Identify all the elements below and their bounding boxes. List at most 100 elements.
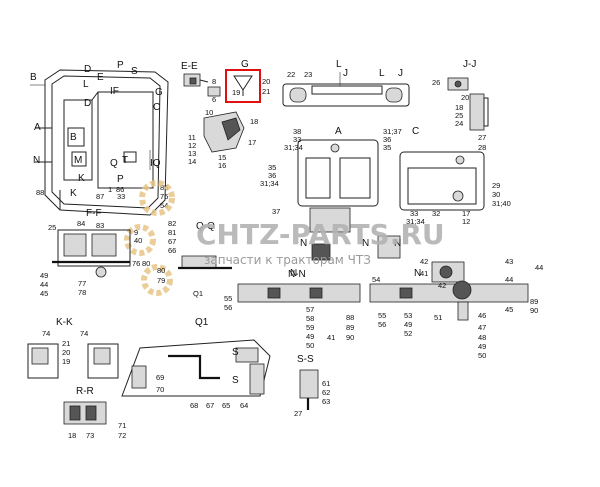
f-f-label: 80: [142, 259, 150, 268]
panel-right-label: 49: [404, 320, 412, 329]
section-a-view: A 38 33 31;34 35 36 31;34 37 N N N N N: [260, 126, 421, 279]
f-f-label: 77: [78, 279, 86, 288]
e-detail-label: 14: [188, 157, 196, 166]
cab-label: P: [117, 60, 124, 71]
cab-label: IF: [110, 86, 119, 97]
e-detail-label: 18: [250, 117, 258, 126]
n-n-label: 43: [505, 257, 513, 266]
j-j-label: 24: [455, 119, 463, 128]
panel-left-label: 50: [306, 341, 314, 350]
j-j-label: 27: [478, 133, 486, 142]
c-view-label: 35: [383, 143, 391, 152]
q1-label: 68: [190, 401, 198, 410]
f-f-title: F-F: [86, 208, 102, 219]
watermark-subtitle: запчасти к тракторам ЧТЗ: [204, 253, 371, 267]
panel-left-label: 59: [306, 323, 314, 332]
section-e-e: E-E 8 6: [181, 61, 221, 104]
f-f-label: 44: [40, 280, 48, 289]
j-j-label: 20: [461, 93, 469, 102]
cab-label: Q: [110, 158, 118, 169]
panel-right-label: 56: [378, 320, 386, 329]
a-view-label: 38: [293, 127, 301, 136]
section-e-e-title: E-E: [181, 61, 198, 72]
q1-label: 67: [206, 401, 214, 410]
cab-label: A: [34, 122, 41, 133]
panel-right-label: 45: [505, 305, 513, 314]
e-detail-label: 11: [188, 133, 196, 142]
l-j-label: J: [343, 68, 348, 79]
panel-right: 54 55 56 53 49 52 51 42 44 45 46 47 48 4…: [369, 275, 538, 360]
c-view-label: 29: [492, 181, 500, 190]
s-s-label: 61: [322, 379, 330, 388]
section-e-detail: 10 18 11 12 13 14 15 16 17: [188, 108, 258, 170]
panel-right-label: 50: [478, 351, 486, 360]
c-view-label: 32: [432, 209, 440, 218]
e-detail-label: 17: [248, 138, 256, 147]
cab-label: B: [30, 72, 37, 83]
panel-left-label: 55: [224, 294, 232, 303]
cab-label: G: [155, 87, 163, 98]
g-label: 20: [262, 77, 270, 86]
section-s-s: S-S 61 62 63 27: [294, 354, 330, 418]
l-j-label: 22: [287, 70, 295, 79]
cab-label: N: [33, 155, 40, 166]
cab-main-labels: B D P S E L IF G D C A B N M K T Q IQ P …: [30, 60, 168, 210]
f-f-label: 76: [132, 259, 140, 268]
panel-right-label: 54: [372, 275, 380, 284]
cab-label: 87: [96, 192, 104, 201]
cab-label: 85: [160, 183, 168, 192]
section-j-j: J-J 26 20 18 25 24 27: [432, 59, 489, 142]
e-detail-label: 10: [205, 108, 213, 117]
panel-right-label: 53: [404, 311, 412, 320]
c-view-label: 33: [410, 209, 418, 218]
section-k-k: K-K 74 21 20 19 74: [27, 317, 119, 379]
j-j-title: J-J: [463, 59, 476, 70]
section-c-view: C 31;37 36 35 28 29 30 31;40 33 31;34 32…: [383, 126, 511, 226]
cab-label: P: [117, 174, 124, 185]
panel-right-label: 47: [478, 323, 486, 332]
panel-left-label: 90: [346, 333, 354, 342]
f-f-label: 40: [134, 236, 142, 245]
g-label: 21: [262, 87, 270, 96]
k-k-label: 19: [62, 357, 70, 366]
l-j-label: J: [398, 68, 403, 79]
e-e-label: 8: [212, 77, 216, 86]
n-n-title: N-N: [288, 269, 306, 280]
j-j-label: 18: [455, 103, 463, 112]
highlight-box: [225, 69, 261, 103]
a-view-label: N: [300, 238, 307, 249]
k-k-title: K-K: [56, 317, 73, 328]
q-q-label: 67: [168, 237, 176, 246]
e-detail-label: 13: [188, 149, 196, 158]
c-view-label: 17: [462, 209, 470, 218]
cab-label: S: [131, 66, 138, 77]
g-label: 19: [232, 88, 240, 97]
cab-label: L: [83, 79, 89, 90]
cab-label: C: [153, 102, 160, 113]
cab-label: 1: [108, 185, 112, 194]
k-k-label: 74: [80, 329, 88, 338]
cab-label: K: [78, 173, 85, 184]
j-j-label: 26: [432, 78, 440, 87]
section-n-n: N-N 42 41 43 44: [288, 257, 543, 283]
section-r-r: R-R 71 72 18 73: [63, 386, 126, 440]
n-n-label: 44: [535, 263, 543, 272]
c-view-title: C: [412, 126, 419, 137]
cab-label: K: [70, 188, 77, 199]
panel-left-label: 57: [306, 305, 314, 314]
panel-left-label: 49: [306, 332, 314, 341]
k-k-label: 20: [62, 348, 70, 357]
c-view-label: 31;40: [492, 199, 511, 208]
section-q1: Q1 69 70 68 67 65 64 S S: [121, 317, 271, 410]
cab-label: D: [84, 98, 91, 109]
q-q-label: 82: [168, 219, 176, 228]
cab-label: B: [70, 132, 77, 143]
a-view-label: N: [290, 268, 297, 279]
j-j-label: 25: [455, 111, 463, 120]
c-view-label: 31;34: [406, 217, 425, 226]
section-g: G 19 20 21: [225, 59, 270, 103]
f-f-label: 84: [77, 219, 85, 228]
r-r-label: 72: [118, 431, 126, 440]
c-view-label: 28: [478, 143, 486, 152]
q-q-label: 80: [157, 266, 165, 275]
